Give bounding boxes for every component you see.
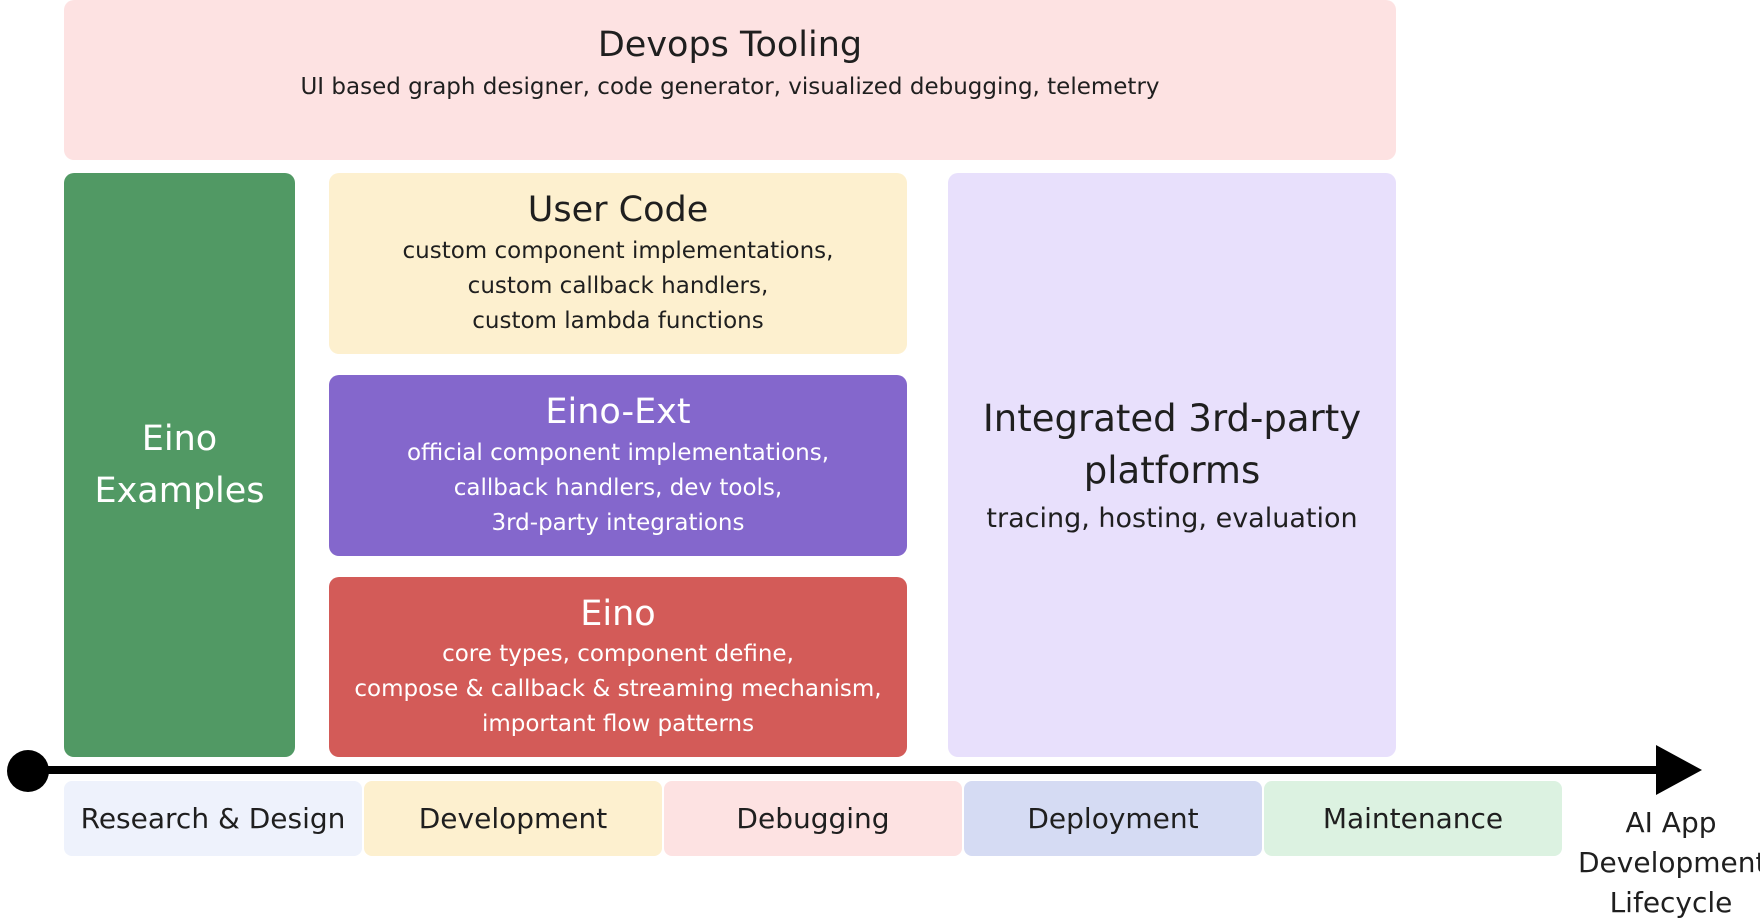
lifecycle-axis-label: AI App Development Lifecycle bbox=[1578, 806, 1760, 919]
eino-examples-title: Eino Examples bbox=[94, 419, 265, 511]
third-party-platforms-box: Integrated 3rd-party platforms tracing, … bbox=[948, 173, 1396, 757]
devops-tooling-subtitle: UI based graph designer, code generator,… bbox=[300, 74, 1160, 100]
stage-deployment: Deployment bbox=[964, 781, 1262, 856]
user-code-title: User Code bbox=[527, 190, 709, 231]
stage-research-design: Research & Design bbox=[64, 781, 362, 856]
third-party-platforms-title: Integrated 3rd-party platforms bbox=[982, 397, 1362, 492]
eino-title: Eino bbox=[580, 593, 656, 634]
eino-ext-box: Eino-Ext official component implementati… bbox=[329, 375, 907, 556]
eino-box: Eino core types, component define, compo… bbox=[329, 577, 907, 757]
stage-debugging: Debugging bbox=[664, 781, 962, 856]
stage-maintenance: Maintenance bbox=[1264, 781, 1562, 856]
third-party-platforms-subtitle: tracing, hosting, evaluation bbox=[986, 503, 1358, 534]
devops-tooling-title: Devops Tooling bbox=[597, 25, 863, 65]
user-code-subtitle: custom component implementations, custom… bbox=[402, 237, 834, 334]
stage-development: Development bbox=[364, 781, 662, 856]
lifecycle-axis-line bbox=[28, 766, 1658, 774]
eino-examples-box: Eino Examples bbox=[64, 173, 295, 757]
eino-subtitle: core types, component define, compose & … bbox=[354, 641, 882, 738]
user-code-box: User Code custom component implementatio… bbox=[329, 173, 907, 354]
eino-ext-subtitle: official component implementations, call… bbox=[406, 439, 830, 536]
lifecycle-axis-arrow-icon bbox=[1656, 745, 1702, 795]
eino-ext-title: Eino-Ext bbox=[545, 392, 691, 433]
devops-tooling-box: Devops Tooling UI based graph designer, … bbox=[64, 0, 1396, 160]
lifecycle-axis-start-dot bbox=[7, 750, 49, 792]
